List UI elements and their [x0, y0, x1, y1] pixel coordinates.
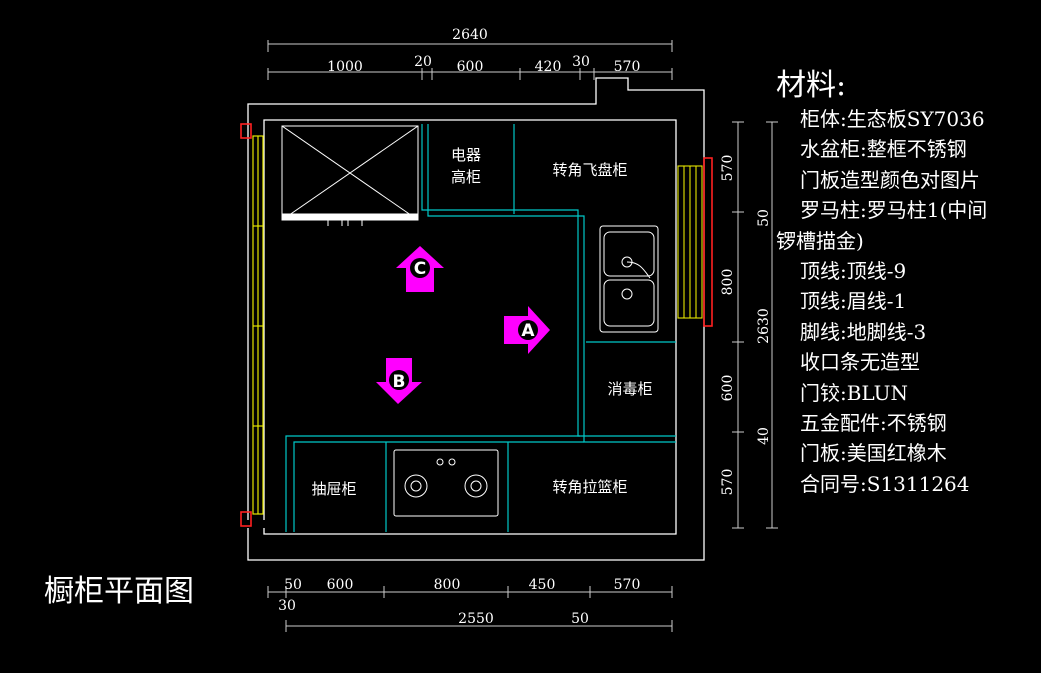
label-corner-carousel: 转角飞盘柜	[552, 161, 627, 179]
cabinet-outlines	[285, 124, 676, 532]
material-line: 门板造型颜色对图片	[800, 167, 980, 192]
sink-symbol	[599, 225, 659, 333]
dim-bottom-seg-4: 450	[529, 577, 556, 593]
dim-top-seg-4: 420	[535, 59, 562, 75]
label-appliance-tall-line2: 高柜	[451, 168, 481, 186]
view-marker-b: B	[376, 358, 422, 404]
material-line: 门铰:BLUN	[800, 380, 908, 405]
view-a-label: A	[521, 321, 535, 341]
right-door-frame	[677, 165, 703, 319]
left-window	[252, 135, 264, 515]
label-appliance-tall-line1: 电器	[451, 146, 481, 164]
dim-right-inner-3: 600	[720, 375, 736, 402]
material-line: 五金配件:不锈钢	[800, 410, 947, 435]
top-dimension-lines	[267, 40, 673, 80]
fridge-symbol	[281, 125, 419, 226]
dim-bottom-seg-2: 600	[327, 577, 354, 593]
dim-bottom-seg-1: 50	[284, 577, 302, 593]
material-line: 锣槽描金)	[776, 228, 864, 253]
material-line: 脚线:地脚线-3	[800, 319, 927, 344]
material-line: 水盆柜:整框不锈钢	[800, 137, 967, 162]
material-line: 门板:美国红橡木	[800, 441, 947, 466]
view-b-label: B	[393, 372, 406, 392]
material-line: 顶线:眉线-1	[800, 289, 907, 314]
dim-bottom-seg-5: 570	[614, 577, 641, 593]
dim-top-seg-2: 20	[414, 54, 432, 70]
plan-title: 橱柜平面图	[44, 574, 194, 609]
material-line: 柜体:生态板SY7036	[800, 107, 985, 131]
materials-list: 柜体:生态板SY7036 水盆柜:整框不锈钢门板造型颜色对图片罗马柱:罗马柱1(中…	[776, 104, 988, 499]
dim-top-seg-5: 30	[572, 54, 590, 70]
materials-heading: 材料:	[776, 68, 847, 103]
dim-bottom-left-extra: 30	[278, 598, 296, 614]
label-corner-pullout: 转角拉篮柜	[552, 478, 627, 496]
label-drawer-cabinet: 抽屉柜	[311, 480, 356, 498]
view-marker-c: C	[396, 246, 444, 292]
dim-right-inner-4: 570	[720, 469, 736, 496]
dim-top-seg-1: 1000	[327, 59, 363, 75]
right-dimension-lines	[732, 121, 778, 529]
dim-bottom-seg-3: 800	[434, 577, 461, 593]
material-line: 罗马柱:罗马柱1(中间	[800, 198, 988, 223]
material-line: 合同号:S1311264	[800, 471, 970, 496]
dim-bottom-right-extra: 50	[571, 611, 589, 627]
material-line: 顶线:顶线-9	[800, 258, 907, 283]
label-disinfection-cabinet: 消毒柜	[607, 380, 652, 398]
door-markers	[240, 123, 713, 527]
bottom-dimension-lines	[267, 586, 673, 632]
dim-top-seg-6: 570	[614, 59, 641, 75]
dim-top-seg-3: 600	[457, 59, 484, 75]
dim-right-outer-1: 50	[756, 209, 772, 227]
dimension-text: 2640 1000 20 600 420 30 570 50 600 800 4…	[278, 27, 772, 627]
stove-symbol	[393, 449, 499, 517]
dim-right-inner-1: 570	[720, 155, 736, 182]
dim-right-inner-2: 800	[720, 269, 736, 296]
dim-bottom-total: 2550	[458, 611, 494, 627]
room-walls	[247, 77, 705, 561]
view-c-label: C	[414, 259, 426, 279]
dim-right-outer-2: 2630	[756, 308, 772, 344]
view-marker-a: A	[504, 306, 550, 354]
material-line: 收口条无造型	[800, 350, 920, 375]
dim-right-outer-3: 40	[756, 427, 772, 445]
dim-top-total: 2640	[452, 27, 488, 43]
